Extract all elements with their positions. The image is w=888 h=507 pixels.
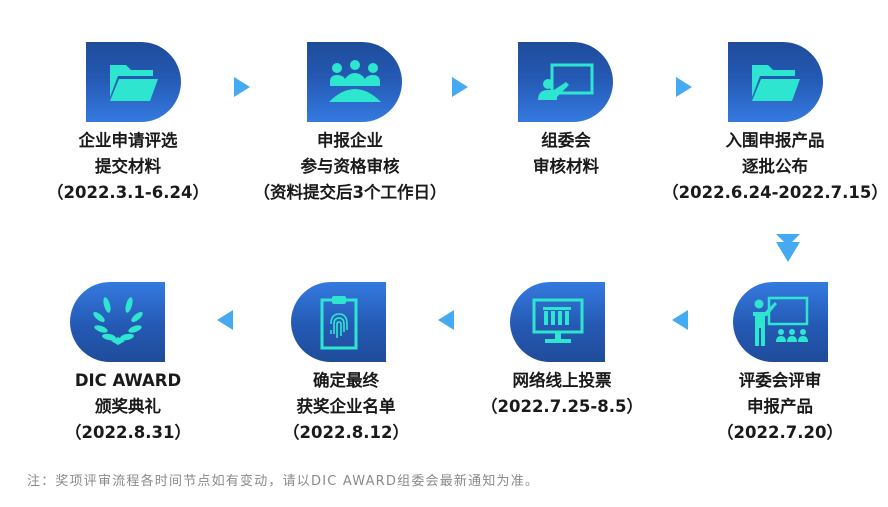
folder-icon [751, 65, 800, 101]
step-1-label: 企业申请评选提交材料（2022.3.1-6.24） [47, 131, 209, 202]
step-8-icon-badge [70, 282, 165, 362]
teacher-audience-icon [752, 296, 808, 346]
step-2-icon-badge [307, 42, 402, 122]
step-7-icon-badge [291, 282, 386, 362]
monitor-vote-icon [532, 298, 583, 343]
step-4-label: 入围申报产品逐批公布（2022.6.24-2022.7.15） [662, 131, 888, 202]
step-6-icon-badge [510, 282, 605, 362]
step-3-label: 组委会审核材料 [533, 131, 599, 176]
folder-icon [109, 65, 158, 101]
step-5-icon-badge [733, 282, 828, 362]
double-arrow-down-icon [776, 234, 800, 262]
arrow-right-icon [676, 77, 692, 97]
arrow-right-icon [234, 77, 250, 97]
step-7-label: 确定最终获奖企业名单（2022.8.12） [283, 371, 409, 442]
laurel-wreath-icon [92, 297, 143, 345]
arrow-left-icon [438, 310, 454, 330]
step-1-icon-badge [86, 42, 181, 122]
arrow-left-icon [672, 310, 688, 330]
step-2-label: 申报企业参与资格审核（资料提交后3个工作日） [253, 131, 447, 202]
group-meeting-icon [328, 60, 381, 102]
step-5-label: 评委会评审申报产品（2022.7.20） [717, 371, 843, 442]
arrow-left-icon [217, 310, 233, 330]
step-3-icon-badge [518, 42, 613, 122]
arrow-right-icon [452, 77, 468, 97]
presenter-board-icon [537, 63, 593, 100]
step-4-icon-badge [728, 42, 823, 122]
footnote: 注：奖项评审流程各时间节点如有变动，请以DIC AWARD组委会最新通知为准。 [27, 474, 540, 489]
clipboard-fingerprint-icon [320, 296, 357, 350]
step-6-label: 网络线上投票（2022.7.25-8.5） [481, 371, 643, 416]
